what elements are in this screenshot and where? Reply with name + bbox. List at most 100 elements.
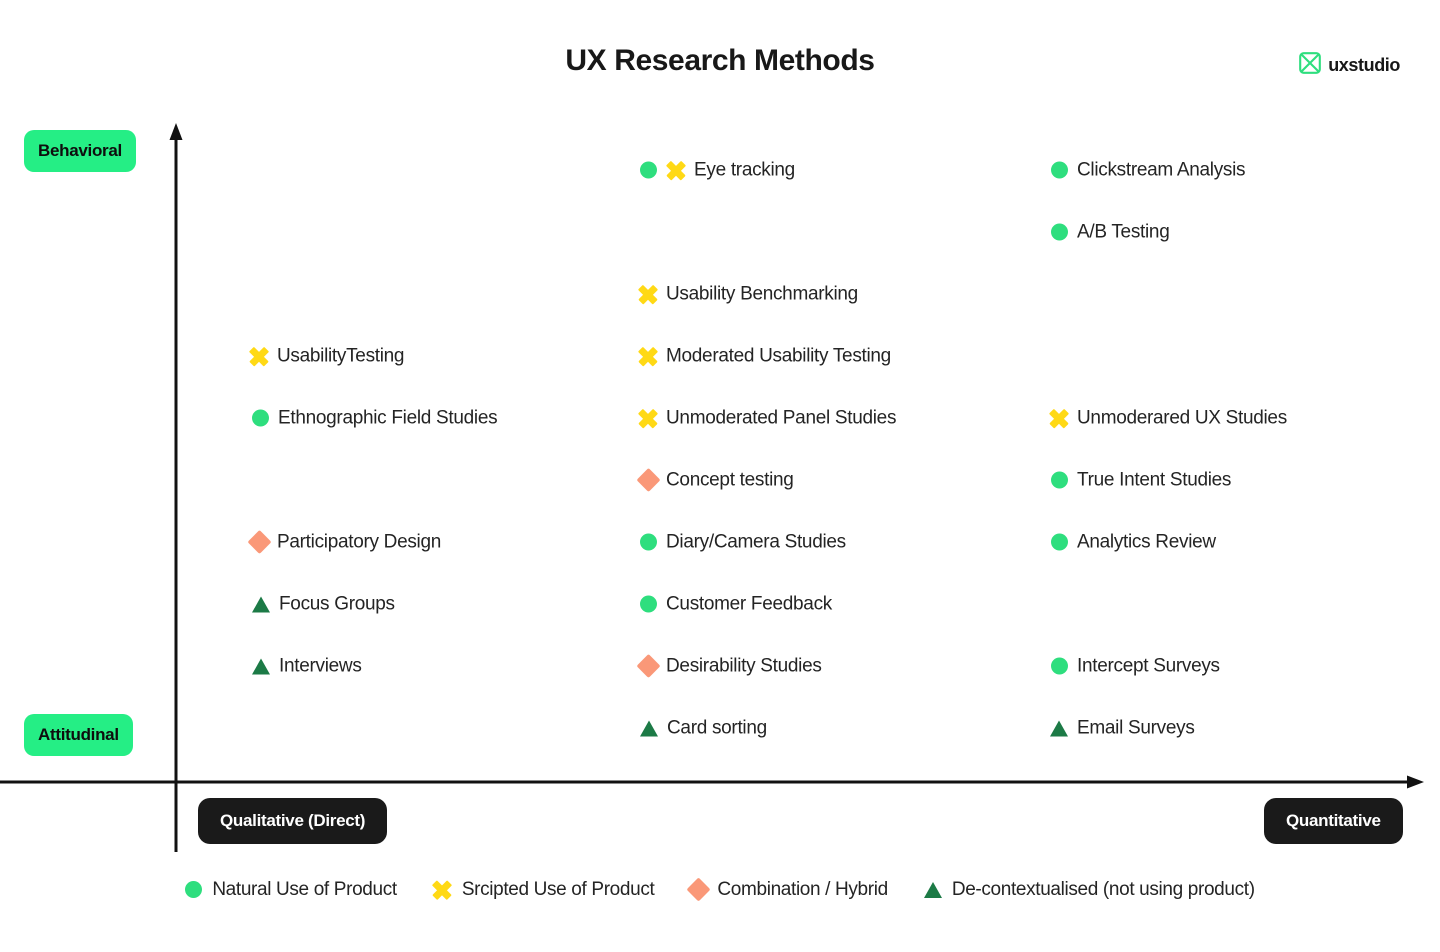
method-markers — [1051, 161, 1068, 179]
method-point[interactable]: Participatory Design — [247, 529, 442, 555]
axis-label-behavioral: Behavioral — [24, 130, 136, 172]
method-label: Desirability Studies — [666, 655, 822, 677]
method-markers — [249, 347, 268, 366]
method-point[interactable]: Analytics Review — [1051, 533, 1216, 552]
method-label: Unmoderared UX Studies — [1077, 407, 1287, 429]
cross-marker-icon — [433, 880, 452, 899]
method-point[interactable]: Interviews — [252, 657, 362, 676]
legend-item-label: Srcipted Use of Product — [461, 879, 655, 900]
method-label: Customer Feedback — [666, 593, 832, 615]
method-label: Unmoderated Panel Studies — [666, 407, 897, 429]
triangle-marker-icon — [923, 881, 942, 898]
method-label: Clickstream Analysis — [1077, 159, 1246, 181]
triangle-marker-icon — [252, 596, 270, 612]
method-markers — [640, 161, 685, 180]
legend-item[interactable]: Natural Use of Product — [185, 880, 397, 899]
cross-marker-icon — [249, 347, 268, 366]
legend-item[interactable]: Srcipted Use of Product — [433, 880, 655, 899]
circle-marker-icon — [1051, 533, 1068, 551]
method-point[interactable]: Moderated Usability Testing — [638, 347, 891, 366]
method-point[interactable]: UsabilityTesting — [249, 345, 405, 367]
method-markers — [1051, 223, 1068, 241]
method-point[interactable]: Eye tracking — [640, 161, 795, 180]
method-point[interactable]: Concept testing — [636, 467, 794, 493]
method-point[interactable]: A/B Testing — [1051, 221, 1170, 243]
method-point[interactable]: Ethnographic Field Studies — [252, 407, 498, 429]
cross-marker-icon — [638, 347, 657, 366]
method-point[interactable]: Diary/Camera Studies — [640, 533, 846, 552]
method-markers — [252, 658, 270, 674]
axis-label-qualitative: Qualitative (Direct) — [198, 798, 388, 844]
method-label: Ethnographic Field Studies — [278, 407, 498, 429]
circle-marker-icon — [640, 595, 657, 613]
triangle-marker-icon — [1050, 720, 1068, 736]
method-markers — [640, 595, 657, 613]
triangle-marker-icon — [252, 658, 270, 674]
circle-marker-icon — [1051, 223, 1068, 241]
legend-item[interactable]: Combination / Hybrid — [686, 877, 888, 902]
method-point[interactable]: Card sorting — [640, 719, 767, 738]
method-point[interactable]: Usability Benchmarking — [638, 285, 858, 304]
diamond-marker-icon — [636, 467, 661, 493]
cross-marker-icon — [638, 285, 657, 304]
method-label: Analytics Review — [1077, 531, 1216, 553]
method-label: Interviews — [279, 655, 362, 677]
method-markers — [252, 596, 270, 612]
circle-marker-icon — [640, 533, 657, 551]
method-point[interactable]: Email Surveys — [1050, 719, 1195, 738]
method-point[interactable]: Clickstream Analysis — [1051, 159, 1246, 181]
method-label: Moderated Usability Testing — [666, 345, 891, 367]
method-label: Eye tracking — [694, 159, 795, 181]
method-label: Diary/Camera Studies — [666, 531, 846, 553]
method-label: UsabilityTesting — [277, 345, 405, 367]
method-point[interactable]: Customer Feedback — [640, 595, 832, 614]
circle-marker-icon — [252, 409, 269, 427]
method-label: Email Surveys — [1077, 717, 1195, 739]
uxstudio-x-mark-icon — [1299, 52, 1322, 79]
method-label: Participatory Design — [277, 531, 442, 553]
method-label: Usability Benchmarking — [666, 283, 858, 305]
legend-item-label: De-contextualised (not using product) — [951, 879, 1255, 900]
method-markers — [1049, 409, 1068, 428]
method-label: Intercept Surveys — [1077, 655, 1220, 677]
brand-logo: uxstudio — [1299, 52, 1400, 79]
legend: Natural Use of Product Srcipted Use of Pr… — [0, 877, 1440, 902]
method-markers — [1051, 657, 1068, 675]
page-title: UX Research Methods — [565, 44, 875, 77]
method-markers — [247, 529, 272, 555]
diamond-marker-icon — [686, 877, 711, 902]
method-label: True Intent Studies — [1077, 469, 1232, 491]
circle-marker-icon — [1051, 161, 1068, 179]
axis-label-attitudinal: Attitudinal — [24, 714, 133, 756]
method-point[interactable]: Desirability Studies — [636, 653, 822, 679]
method-markers — [640, 720, 658, 736]
circle-marker-icon — [1051, 471, 1068, 489]
method-point[interactable]: Intercept Surveys — [1051, 657, 1220, 676]
method-markers — [1051, 471, 1068, 489]
method-markers — [638, 285, 657, 304]
method-label: Concept testing — [666, 469, 794, 491]
method-label: A/B Testing — [1077, 221, 1170, 243]
cross-marker-icon — [1049, 409, 1068, 428]
method-markers — [638, 347, 657, 366]
legend-item-label: Combination / Hybrid — [717, 879, 888, 900]
method-label: Focus Groups — [279, 593, 395, 615]
triangle-marker-icon — [640, 720, 658, 736]
method-markers — [636, 467, 661, 493]
brand-name: uxstudio — [1328, 55, 1400, 75]
method-point[interactable]: True Intent Studies — [1051, 471, 1231, 490]
cross-marker-icon — [666, 161, 685, 180]
axis-label-quantitative: Quantitative — [1264, 798, 1403, 844]
method-point[interactable]: Unmoderared UX Studies — [1049, 409, 1287, 428]
method-point[interactable]: Unmoderated Panel Studies — [638, 409, 896, 428]
method-point[interactable]: Focus Groups — [252, 595, 395, 614]
method-markers — [638, 409, 657, 428]
circle-marker-icon — [640, 161, 657, 179]
legend-item[interactable]: De-contextualised (not using product) — [923, 879, 1255, 900]
method-markers — [640, 533, 657, 551]
method-markers — [1050, 720, 1068, 736]
method-label: Card sorting — [667, 717, 767, 739]
method-markers — [636, 653, 661, 679]
